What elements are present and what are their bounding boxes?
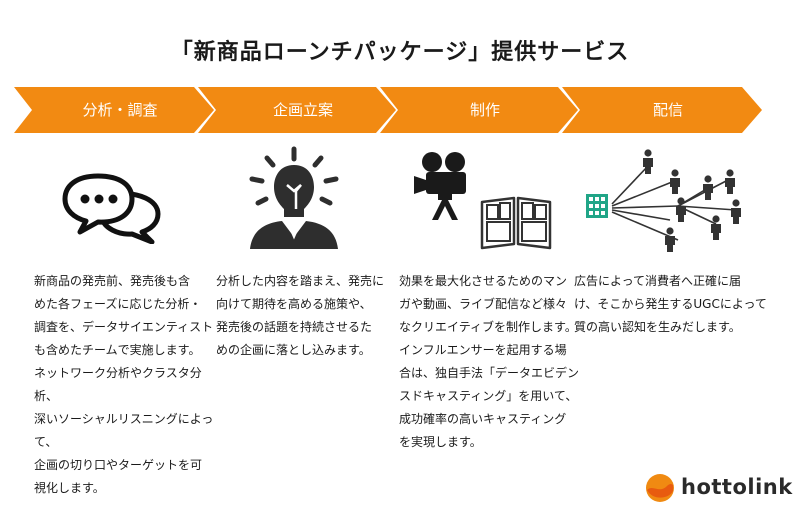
hottolink-logo: hottolink — [645, 473, 792, 503]
phase-label-planning: 企画立案 — [272, 101, 333, 119]
phase-description-planning: 分析した内容を踏まえ、発売に 向けて期待を高める施策や、 発売後の話題を持続させ… — [216, 270, 396, 362]
description-line: 分析した内容を踏まえ、発売に — [216, 274, 385, 288]
description-line: 視化します。 — [34, 481, 105, 495]
page-title: 「新商品ローンチパッケージ」提供サービス — [170, 40, 630, 65]
description-line: 効果を最大化させるためのマン — [399, 274, 568, 288]
description-line: インフルエンサーを起用する場 — [399, 343, 567, 357]
phase-arrow-analysis — [14, 87, 214, 133]
movie-camera-book-icon — [412, 150, 552, 254]
hottolink-logo-icon — [646, 474, 674, 502]
phase-label-distribution: 配信 — [652, 101, 683, 119]
description-line: 質の高い認知を生みだします。 — [574, 320, 741, 334]
phase-arrow-distribution — [562, 87, 762, 133]
phase-description-distribution: 広告によって消費者へ正確に届 け、そこから発生するUGCによって 質の高い認知を… — [574, 270, 774, 339]
description-line: なクリエイティブを制作します。 — [399, 320, 577, 334]
description-line: 新商品の発売前、発売後も含 — [34, 274, 191, 288]
description-line: 企画の切り口やターゲットを可 — [34, 458, 203, 472]
description-line: 発売後の話題を持続させるた — [216, 320, 373, 334]
phase-label-production: 制作 — [469, 101, 500, 119]
description-line: ガや動画、ライブ配信など様々 — [399, 297, 568, 311]
phase-flow-arrows — [14, 87, 762, 133]
description-line: ネットワーク分析やクラスタ分析、 — [34, 366, 202, 403]
description-line: めた各フェーズに応じた分析・ — [34, 297, 202, 311]
phase-label-analysis: 分析・調査 — [82, 101, 158, 119]
description-line: け、そこから発生するUGCによって — [574, 297, 767, 311]
phase-description-analysis: 新商品の発売前、発売後も含 めた各フェーズに応じた分析・ 調査を、データサイエン… — [34, 270, 214, 500]
description-line: 深いソーシャルリスニングによって、 — [34, 412, 214, 449]
description-line: 広告によって消費者へ正確に届 — [574, 274, 742, 288]
phase-description-production: 効果を最大化させるためのマン ガや動画、ライブ配信など様々 なクリエイティブを制… — [399, 270, 579, 454]
description-line: スドキャスティング」を用いて、 — [399, 389, 578, 403]
description-line: 合は、独自手法「データエビデン — [399, 366, 580, 380]
idea-person-icon — [244, 145, 344, 255]
description-line: を実現します。 — [399, 435, 482, 449]
phase-flow: 分析・調査 企画立案 制作 配信 — [14, 87, 764, 133]
logo-text: hottolink — [681, 475, 793, 499]
distribution-network-icon — [580, 148, 760, 262]
phase-arrow-planning — [198, 87, 396, 133]
description-line: めの企画に落とし込みます。 — [216, 343, 371, 357]
description-line: 調査を、データサイエンティスト — [34, 320, 214, 334]
description-line: も含めたチームで実施します。 — [34, 343, 201, 357]
description-line: 向けて期待を高める施策や、 — [216, 297, 372, 311]
phase-arrow-production — [380, 87, 578, 133]
description-line: 成功確率の高いキャスティング — [399, 412, 567, 426]
speech-bubbles-icon — [62, 172, 166, 248]
